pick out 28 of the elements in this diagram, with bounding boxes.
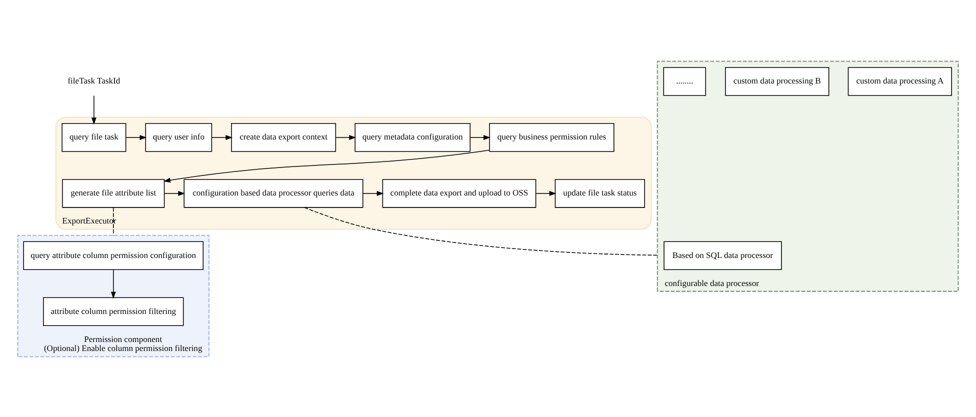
node-box: Based on SQL data processor [664,240,782,270]
node-box: custom data processing A [848,66,952,96]
node-box: update file task status [554,178,645,208]
arrow [335,134,356,140]
node-box: ........ [663,66,706,96]
arrow [362,190,384,196]
arrow [211,134,233,140]
node-box: generate file attribute list [62,178,165,208]
node-box: complete data export and upload to OSS [382,178,536,208]
node-text: fileTask TaskId [68,75,120,86]
node-box: query business permission rules [489,122,614,152]
connector [304,206,658,256]
arrow [126,134,147,140]
arrow [163,149,490,182]
node-box: query attribute column permission configuration [23,240,204,270]
node-box: query file task [62,122,126,152]
connector [112,206,114,236]
arrow [164,190,186,196]
arrow [470,134,490,140]
node-box: attribute column permission filtering [43,296,184,326]
node-box: query user info [145,122,212,152]
arrow [110,268,116,298]
arrow [536,190,556,196]
node-box: custom data processing B [725,66,830,96]
arrow [92,94,96,124]
node-box: create data export context [231,122,336,152]
node-box: configuration based data processor queries data [184,178,364,208]
node-box: query metadata configuration [354,122,471,152]
